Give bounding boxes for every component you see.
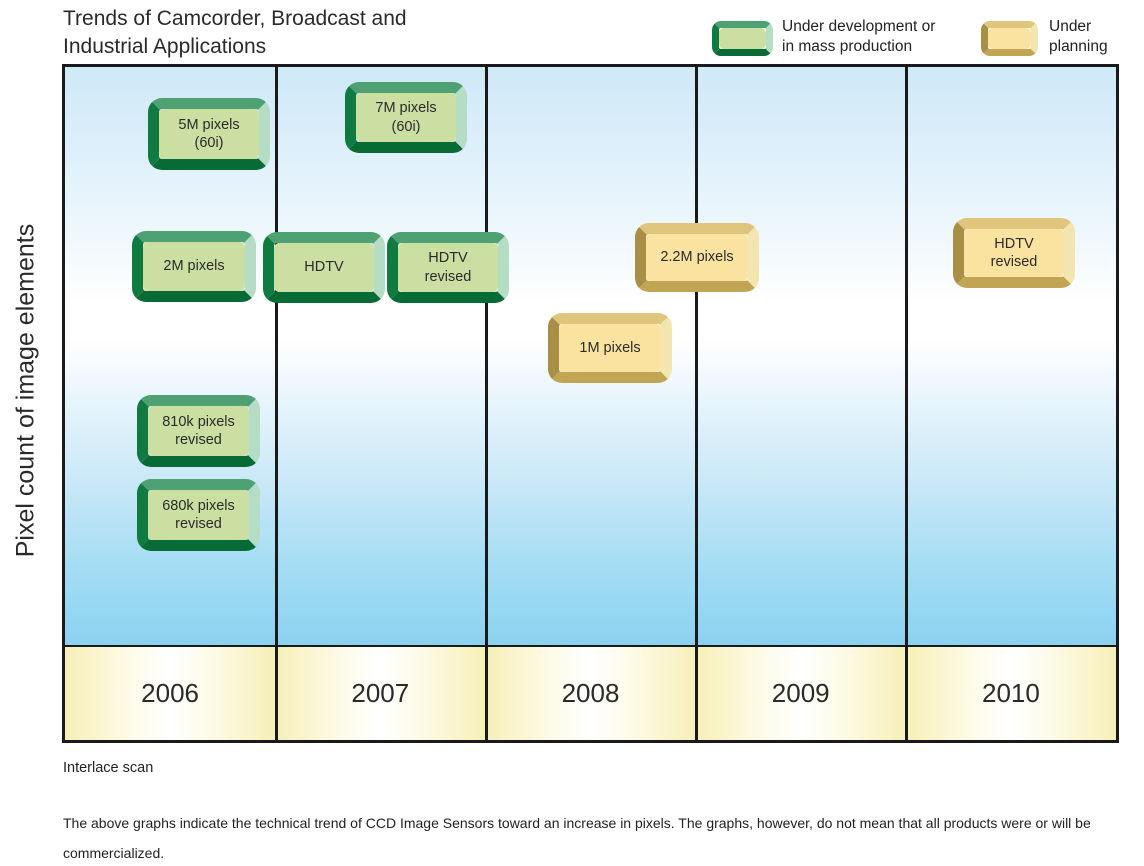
column-divider-2006-2007: [275, 67, 278, 740]
roadmap-box-810k-pixels-revised: 810k pixels revised: [137, 395, 260, 467]
column-divider-2008-2009: [695, 67, 698, 740]
roadmap-box-680k-pixels-revised: 680k pixels revised: [137, 479, 260, 551]
roadmap-box-label: 1M pixels: [559, 324, 661, 372]
roadmap-box-label: 680k pixels revised: [148, 490, 249, 540]
roadmap-box-label: 810k pixels revised: [148, 406, 249, 456]
roadmap-box-label: 2.2M pixels: [646, 234, 748, 281]
roadmap-box-2m-pixels: 2M pixels: [132, 231, 256, 302]
year-label-2008: 2008: [485, 647, 696, 740]
year-label-2009: 2009: [695, 647, 906, 740]
roadmap-box-label: HDTV revised: [398, 243, 498, 292]
year-label-2010: 2010: [905, 647, 1117, 740]
boxes-layer: 5M pixels (60i) 7M pixels (60i) 2M pixel…: [65, 67, 1116, 740]
roadmap-box-hdtv-revised-green: HDTV revised: [387, 232, 509, 303]
column-divider-2007-2008: [485, 67, 488, 740]
roadmap-box-label: HDTV revised: [964, 229, 1064, 277]
roadmap-box-label: 2M pixels: [143, 242, 245, 291]
legend-swatch-development: [712, 21, 773, 56]
roadmap-box-7m-pixels-60i: 7M pixels (60i): [345, 82, 467, 153]
roadmap-box-1m-pixels: 1M pixels: [548, 313, 672, 383]
y-axis-label: Pixel count of image elements: [11, 223, 40, 558]
legend-label-planning: Under planning: [1049, 18, 1108, 55]
chart-title: Trends of Camcorder, Broadcast and Indus…: [63, 7, 407, 58]
interlace-scan-note: Interlace scan: [63, 760, 154, 776]
column-divider-2009-2010: [905, 67, 908, 740]
roadmap-box-5m-pixels-60i: 5M pixels (60i): [148, 98, 270, 170]
roadmap-box-hdtv-revised-yellow: HDTV revised: [953, 218, 1075, 288]
roadmap-box-hdtv: HDTV: [263, 232, 385, 303]
legend-swatch-face: [719, 28, 766, 49]
chart-frame: 2006 2007 2008 2009 2010 5M pixels (60i)…: [62, 64, 1119, 743]
roadmap-box-label: 5M pixels (60i): [159, 109, 259, 159]
legend-label-development: Under development or in mass production: [782, 18, 936, 55]
roadmap-box-label: HDTV: [274, 243, 374, 292]
footnote: The above graphs indicate the technical …: [63, 815, 1091, 862]
year-label-2007: 2007: [275, 647, 486, 740]
roadmap-box-label: 7M pixels (60i): [356, 93, 456, 142]
roadmap-box-2-2m-pixels: 2.2M pixels: [635, 223, 759, 292]
year-axis-band: 2006 2007 2008 2009 2010: [65, 647, 1117, 740]
legend-swatch-face: [988, 28, 1031, 49]
year-label-2006: 2006: [65, 647, 276, 740]
legend-swatch-planning: [981, 21, 1038, 56]
